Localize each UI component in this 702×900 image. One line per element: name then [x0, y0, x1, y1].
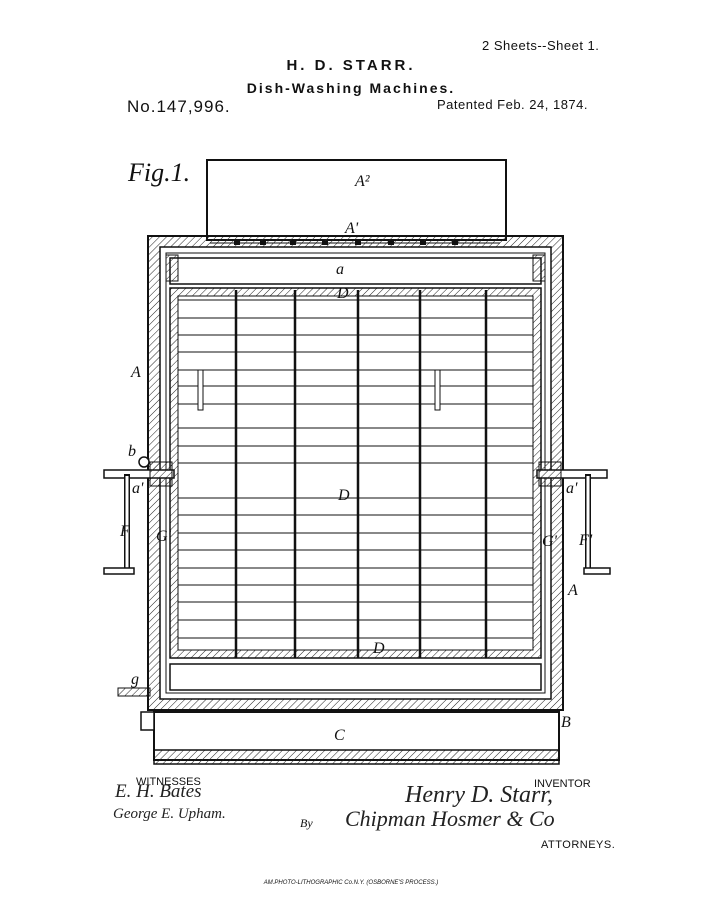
drain-tray [117, 663, 560, 765]
ref-g: g [131, 671, 139, 688]
ref-a-right: a' [566, 480, 578, 497]
attorneys-label: ATTORNEYS. [541, 839, 616, 851]
ref-A-left: A [130, 364, 141, 381]
ref-B: B [561, 714, 571, 731]
top-cover [169, 257, 542, 285]
witness-signature-2: George E. Upham. [113, 806, 226, 822]
attorneys-signature: Chipman Hosmer & Co [345, 806, 555, 831]
ref-A2: A² [354, 173, 371, 190]
inventor-name: H. D. STARR. [286, 57, 416, 74]
ref-b: b [128, 443, 136, 460]
figure-label: Fig.1. [128, 158, 191, 187]
patent-number: No.147,996. [127, 97, 231, 116]
by-label: By [300, 816, 313, 830]
printer-credit: AM.PHOTO-LITHOGRAPHIC Co.N.Y. (OSBORNE'S… [263, 880, 439, 886]
ref-a: a [336, 261, 344, 278]
ref-G-right: G' [542, 533, 558, 550]
ref-C: C [334, 727, 345, 744]
inventor-label: INVENTOR [534, 778, 591, 790]
ref-D-mid: D [337, 487, 350, 504]
patent-date: Patented Feb. 24, 1874. [437, 97, 588, 112]
ref-A1: A' [344, 220, 359, 237]
witness-signature-1: E. H. Bates [115, 781, 202, 802]
ref-A-right: A [567, 582, 578, 599]
crank-assembly [103, 456, 611, 575]
ref-F-right: F' [578, 532, 593, 549]
ref-G-left: G' [156, 528, 172, 545]
ref-D-top: D [336, 285, 349, 302]
spray-pipe [210, 241, 500, 245]
ref-F-left: F [119, 523, 130, 540]
ref-D-bottom: D [372, 640, 385, 657]
dish-racks [178, 290, 533, 658]
witnesses-label: WITNESSES [136, 776, 201, 788]
inventor-signature: Henry D. Starr, [405, 782, 553, 808]
patent-title: Dish-Washing Machines. [246, 80, 456, 96]
ref-a-left: a' [132, 480, 144, 497]
sheet-number: 2 Sheets--Sheet 1. [482, 38, 600, 53]
